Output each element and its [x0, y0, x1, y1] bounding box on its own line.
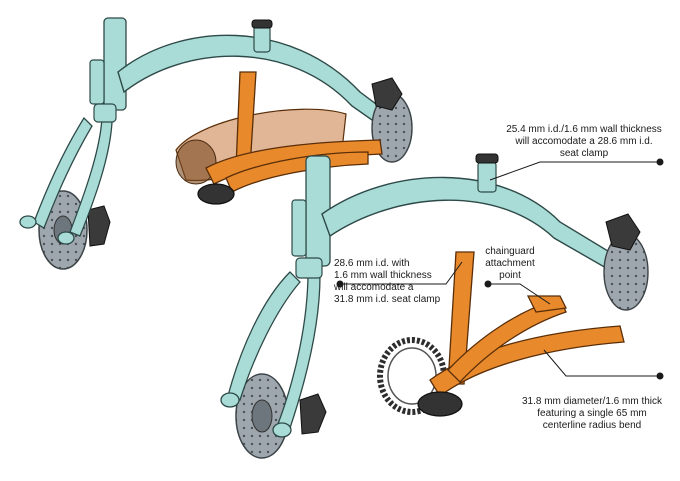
callout-seat-tube: 28.6 mm i.d. with 1.6 mm wall thickness … — [334, 258, 441, 305]
callout-chainguard-attachment: chainguard attachment point — [485, 246, 535, 281]
callout-chainstay-bend: 31.8 mm diameter/1.6 mm thick featuring … — [521, 396, 663, 431]
leader-dot-seat-clamp-top — [656, 158, 664, 166]
leader-dot-seat-tube — [336, 280, 344, 288]
rear-frame-assembly — [19, 17, 413, 270]
front-swingarm — [417, 251, 625, 417]
rear-head-tube — [89, 17, 127, 123]
leader-dot-chainguard — [484, 280, 492, 288]
leader-dot-chainstay — [656, 372, 664, 380]
rear-front-caliper — [87, 205, 111, 247]
rear-seat-post — [251, 19, 273, 53]
front-rear-disc — [603, 213, 649, 311]
rear-swingarm — [197, 71, 383, 205]
callout-seat-clamp-top: 25.4 mm i.d./1.6 mm wall thickness will … — [506, 124, 662, 159]
leader-lines — [336, 158, 664, 380]
front-head-tube — [291, 155, 331, 279]
front-front-disc — [235, 373, 289, 459]
front-seat-post — [475, 153, 499, 193]
front-fork — [220, 271, 321, 438]
front-front-caliper — [299, 393, 327, 435]
rear-fork — [19, 116, 113, 245]
front-frame-assembly — [220, 153, 649, 459]
rear-rear-disc — [371, 77, 413, 163]
